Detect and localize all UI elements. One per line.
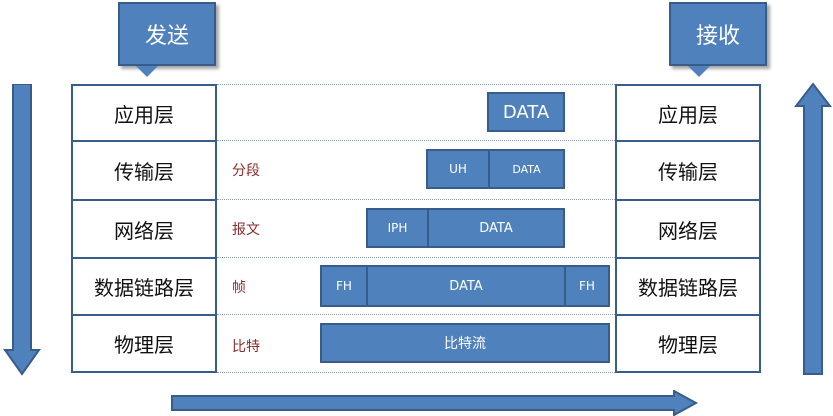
receiver-layer-transport: 传输层 (617, 142, 759, 201)
down-arrow-icon (3, 84, 41, 376)
separator-line (217, 199, 615, 200)
fh-trailer: FH (564, 267, 608, 305)
annotation-packet: 报文 (232, 222, 260, 238)
sender-layer-network: 网络层 (73, 201, 215, 259)
app-data-label: DATA (502, 101, 550, 123)
bitstream-label: 比特流 (444, 336, 486, 352)
separator-line (217, 372, 615, 373)
sender-layer-physical: 物理层 (114, 333, 174, 357)
physical-bitstream-block: 比特流 (320, 323, 610, 363)
datalink-frame-block: FH DATA FH (320, 265, 610, 307)
annotation-segment: 分段 (232, 163, 260, 179)
receive-label: 接收 (695, 24, 740, 49)
transport-data: DATA (512, 162, 541, 176)
separator-line (217, 314, 615, 315)
send-callout: 发送 (118, 2, 216, 66)
receiver-layer-datalink: 数据链路层 (617, 259, 759, 316)
receive-callout-pointer (688, 66, 710, 77)
transport-segment-block: UH DATA (426, 149, 565, 189)
iph-header: IPH (368, 210, 429, 246)
receive-callout: 接收 (669, 2, 767, 66)
annotation-frame: 帧 (232, 280, 246, 296)
sender-layer-transport: 传输层 (73, 142, 215, 201)
receiver-layer-application: 应用层 (617, 86, 759, 142)
uh-header: UH (428, 151, 490, 187)
up-arrow-icon (794, 82, 833, 375)
receiver-stack: 应用层 传输层 网络层 数据链路层 物理层 (615, 84, 761, 373)
receiver-layer-network: 网络层 (617, 201, 759, 259)
separator-line (217, 257, 615, 258)
send-label: 发送 (144, 24, 189, 49)
network-data: DATA (479, 220, 513, 236)
annotation-bits: 比特 (232, 339, 260, 355)
right-arrow-icon (171, 390, 699, 416)
separator-line (217, 140, 615, 141)
sender-layer-application: 应用层 (73, 86, 215, 142)
send-callout-pointer (136, 66, 158, 77)
datalink-data: DATA (449, 278, 483, 294)
sender-stack: 应用层 传输层 网络层 数据链路层 物理层 (71, 84, 217, 373)
network-packet-block: IPH DATA (366, 208, 565, 248)
separator-line (217, 84, 615, 85)
app-data-block: DATA (487, 92, 565, 132)
receiver-layer-physical: 物理层 (658, 333, 718, 357)
fh-header: FH (322, 267, 368, 305)
sender-layer-datalink: 数据链路层 (73, 259, 215, 316)
